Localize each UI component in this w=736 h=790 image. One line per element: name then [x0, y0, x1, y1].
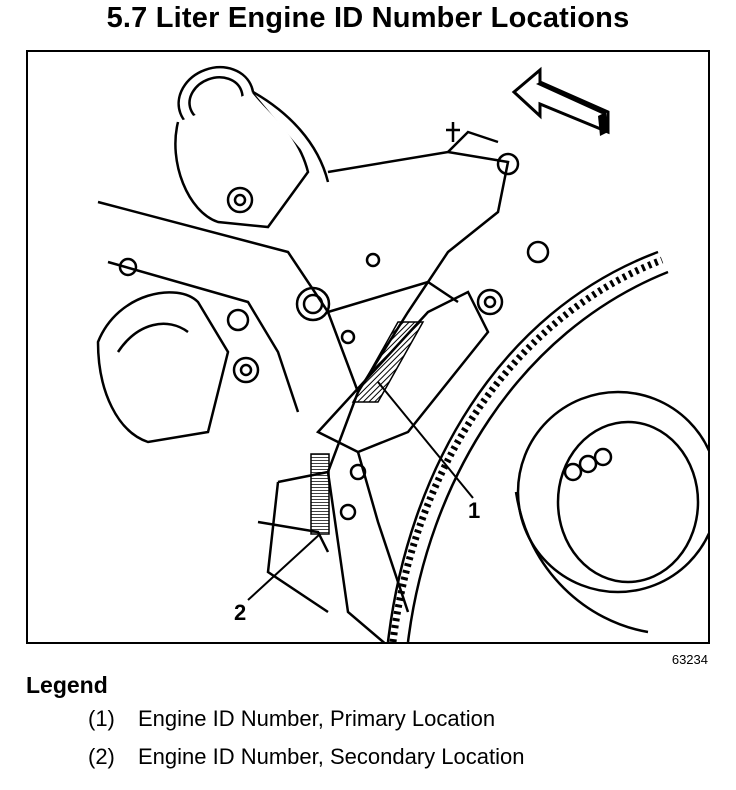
figure-code: 63234 [671, 652, 708, 667]
intake-pipe [174, 65, 330, 229]
engine-illustration: 1 2 [26, 50, 710, 644]
callout-2: 2 [234, 600, 247, 625]
legend-item-number: (1) [88, 706, 115, 731]
legend-item-text: Engine ID Number, Primary Location [138, 706, 496, 731]
primary-id-location [351, 321, 425, 403]
legend-heading: Legend [26, 672, 108, 698]
callout-1: 1 [468, 498, 481, 523]
legend-item: (1) Engine ID Number, Primary Location [88, 706, 495, 732]
exhaust-manifold [96, 291, 230, 444]
flywheel [386, 250, 708, 642]
secondary-id-location [310, 453, 330, 535]
legend-item-text: Engine ID Number, Secondary Location [138, 744, 525, 769]
legend-item: (2) Engine ID Number, Secondary Location [88, 744, 524, 770]
bellhousing [257, 290, 490, 642]
legend-item-number: (2) [88, 744, 115, 769]
forward-arrow-icon [511, 66, 610, 136]
callout-leaders [247, 381, 474, 601]
engine-line-drawing [96, 65, 708, 642]
page-title: 5.7 Liter Engine ID Number Locations [106, 2, 630, 34]
